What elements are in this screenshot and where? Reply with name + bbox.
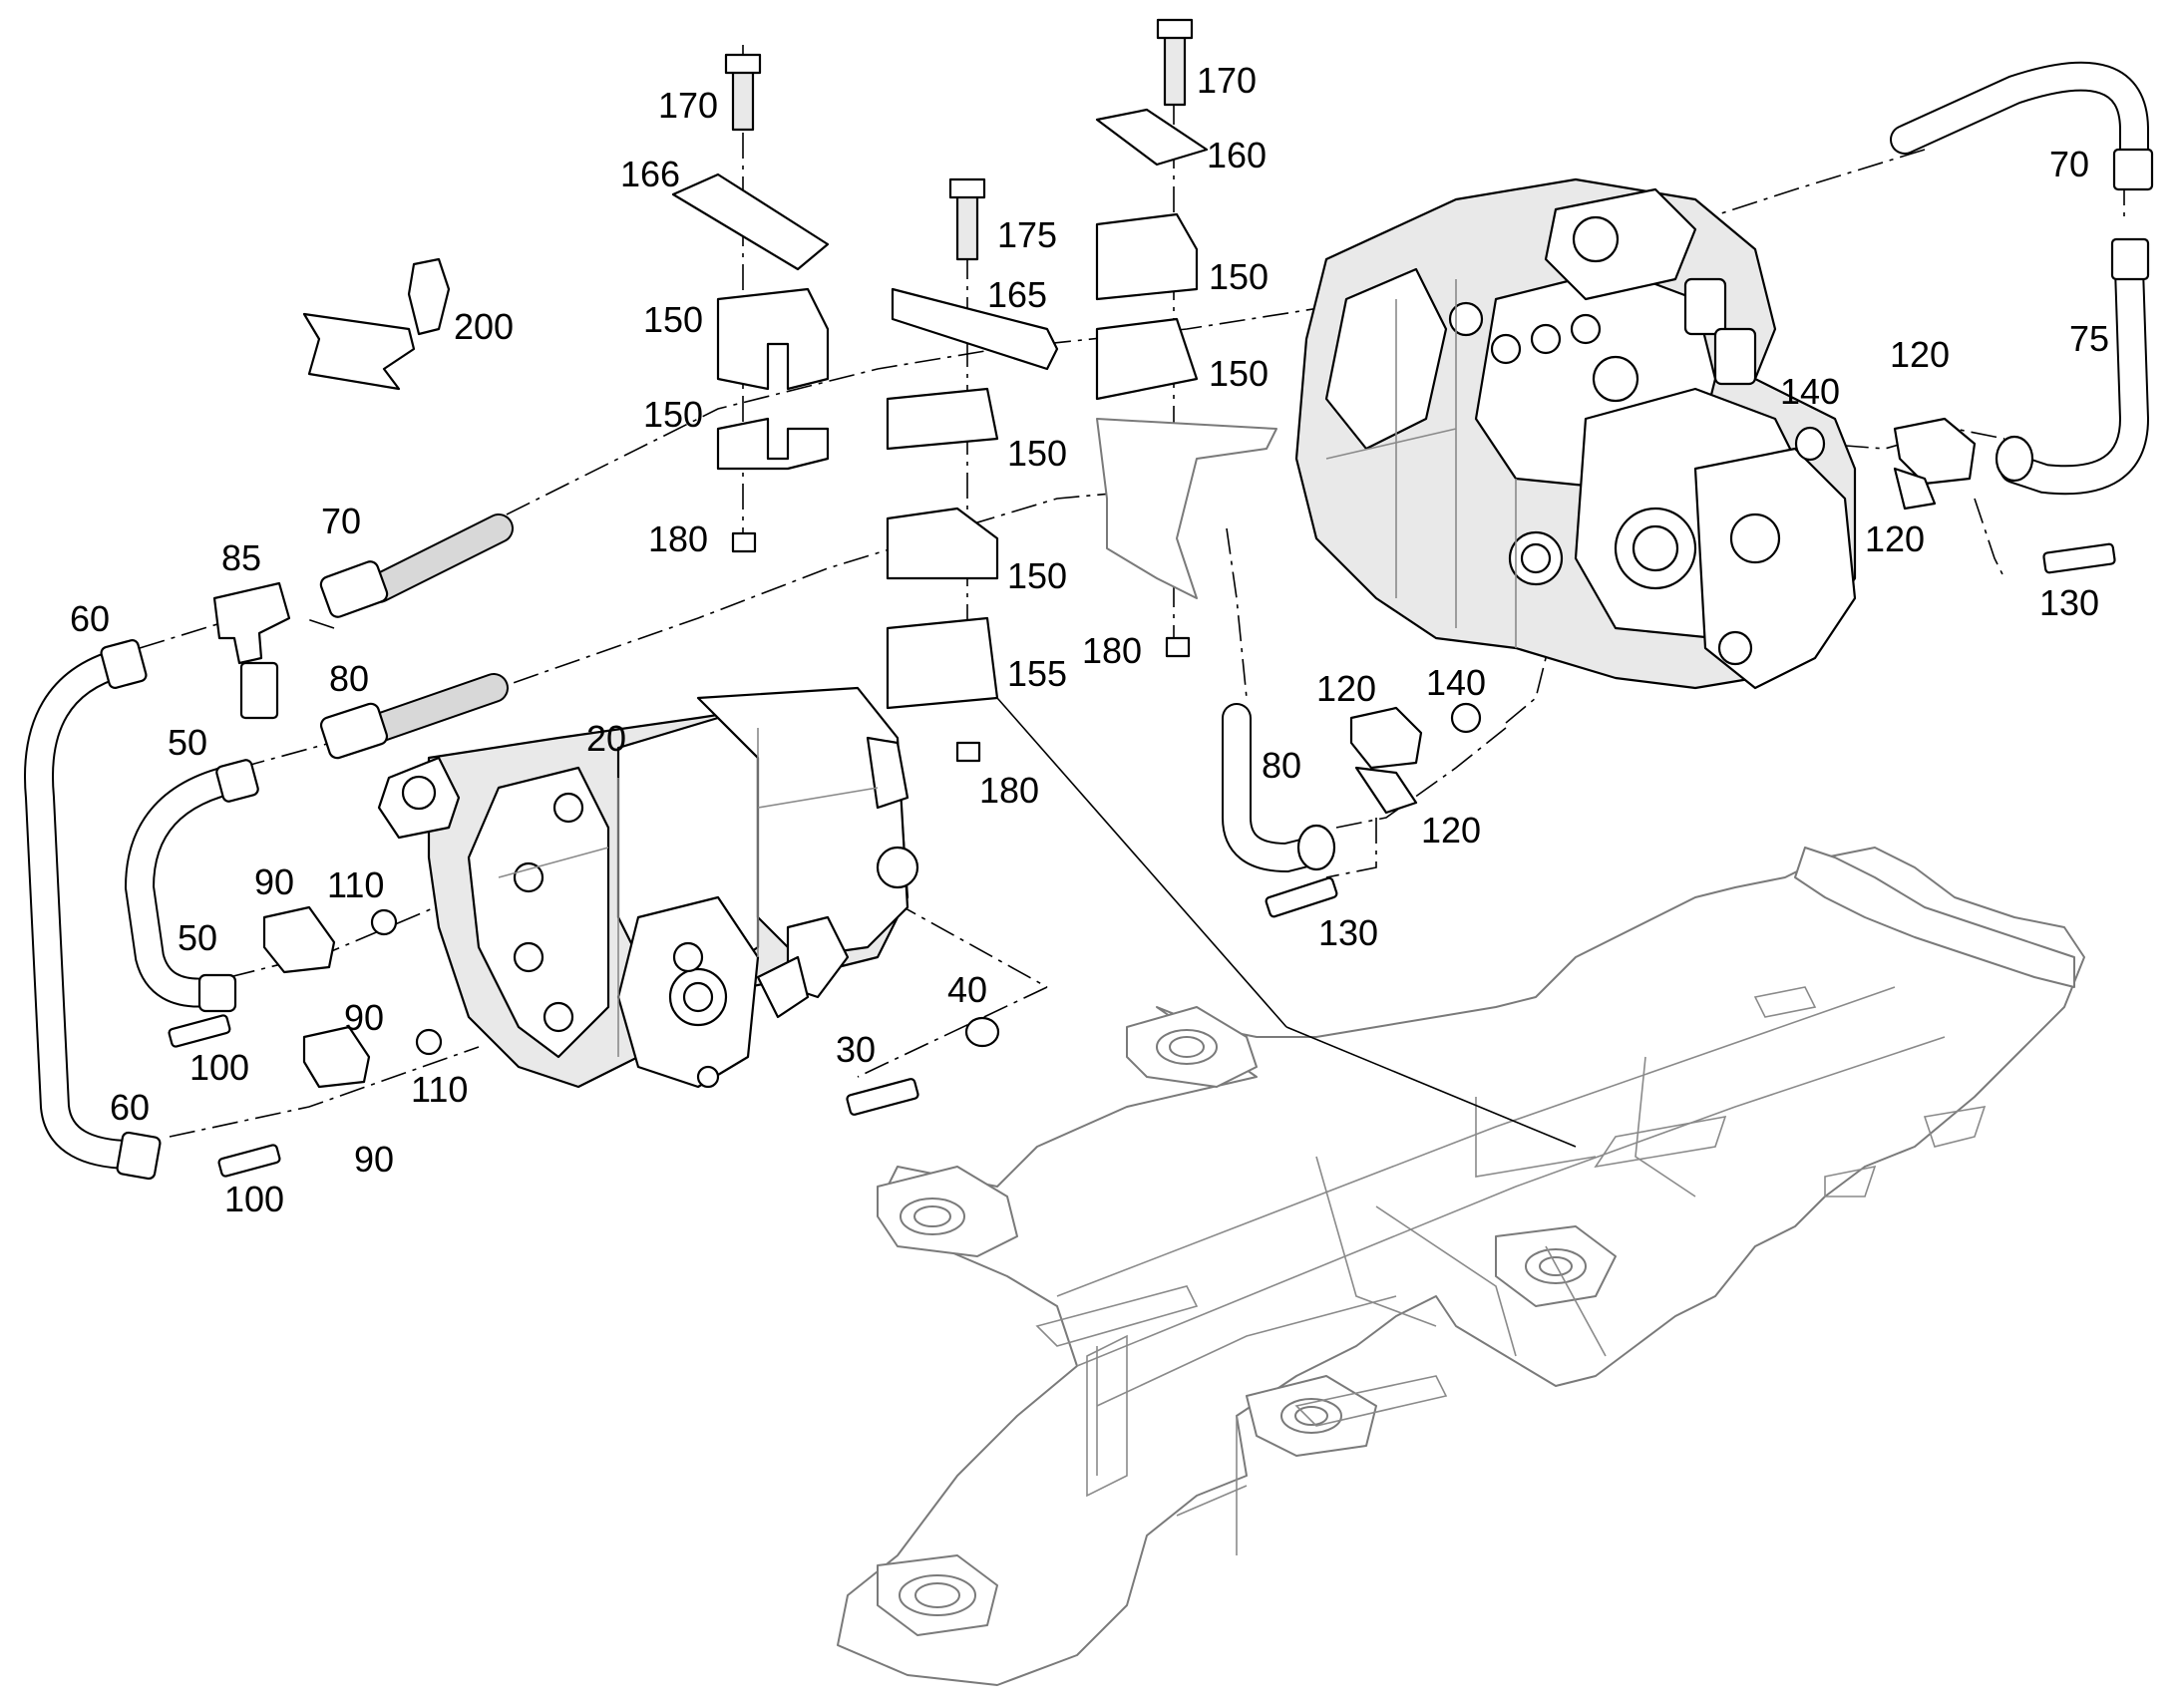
callout-label: 150: [1209, 256, 1269, 297]
callout-label: 130: [2039, 582, 2099, 623]
callout-label: 175: [997, 214, 1057, 255]
callout-label: 150: [1209, 353, 1269, 394]
callout-label: 50: [168, 722, 207, 763]
callout-label: 20: [586, 718, 626, 759]
callout-label: 130: [1318, 912, 1378, 953]
callout-labels: 170 170 166 160 175 165 150 150 150 150 …: [70, 60, 2109, 1219]
callout-label: 200: [454, 306, 514, 347]
callout-label: 180: [648, 518, 708, 559]
callout-label: 90: [254, 861, 294, 902]
callout-label: 80: [329, 658, 369, 699]
pipes-right: [1222, 61, 2154, 918]
callout-label: 90: [354, 1139, 394, 1180]
callout-label: 85: [221, 537, 261, 578]
callout-label: 180: [1082, 630, 1142, 671]
hydraulic-motor: [377, 686, 919, 1089]
callout-label: 70: [2049, 144, 2089, 184]
callout-label: 60: [110, 1087, 150, 1128]
callout-label: 75: [2069, 318, 2109, 359]
callout-label: 155: [1007, 653, 1067, 694]
chassis-frame: [837, 847, 2085, 1686]
callout-label: 170: [1197, 60, 1257, 101]
hoses-left: [24, 257, 1000, 1181]
callout-label: 30: [836, 1029, 876, 1070]
clamp-stacks: [671, 18, 1277, 763]
callout-label: 160: [1207, 135, 1267, 175]
callout-label: 50: [178, 917, 217, 958]
callout-label: 80: [1262, 745, 1301, 786]
callout-label: 40: [947, 969, 987, 1010]
callout-label: 70: [321, 501, 361, 541]
callout-label: 140: [1426, 662, 1486, 703]
callout-label: 90: [344, 997, 384, 1038]
callout-label: 60: [70, 598, 110, 639]
callout-label: 180: [979, 770, 1039, 811]
callout-label: 150: [643, 394, 703, 435]
callout-label: 120: [1421, 810, 1481, 851]
callout-label: 150: [643, 299, 703, 340]
callout-label: 170: [658, 85, 718, 126]
callout-label: 100: [189, 1047, 249, 1088]
callout-label: 100: [224, 1179, 284, 1219]
callout-label: 120: [1316, 668, 1376, 709]
callout-label: 120: [1865, 518, 1925, 559]
callout-label: 110: [327, 864, 384, 905]
callout-label: 150: [1007, 433, 1067, 474]
callout-label: 166: [620, 154, 680, 194]
callout-label: 165: [987, 274, 1047, 315]
pump-assembly: [1294, 177, 1857, 690]
callout-label: 120: [1890, 334, 1950, 375]
callout-label: 150: [1007, 555, 1067, 596]
callout-label: 140: [1780, 371, 1840, 412]
callout-label: 110: [411, 1069, 468, 1110]
